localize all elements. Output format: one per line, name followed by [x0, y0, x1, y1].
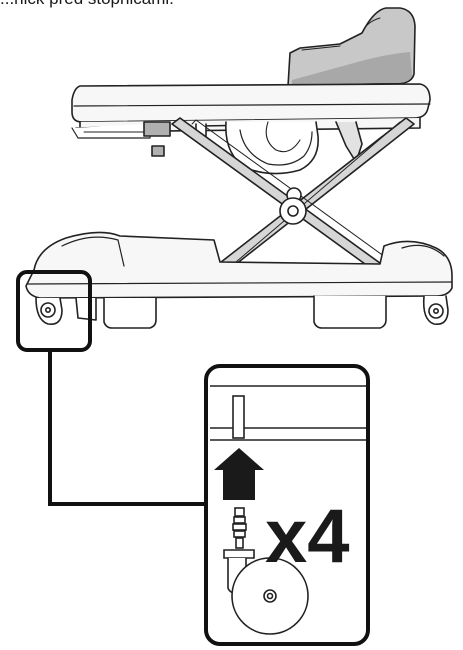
callout-connector-line — [48, 350, 206, 506]
walker-tray — [71, 83, 431, 157]
multiplier-label: x4 — [265, 494, 350, 579]
walker-seat — [287, 7, 416, 87]
instruction-text: ...nick pred stopnicami. — [0, 0, 463, 9]
detail-callout: x4 — [204, 364, 370, 646]
arrow-up-icon — [214, 448, 264, 500]
walker-base — [25, 231, 453, 329]
walker-fabric-seat — [225, 121, 363, 175]
wheel-highlight-box — [16, 270, 92, 352]
